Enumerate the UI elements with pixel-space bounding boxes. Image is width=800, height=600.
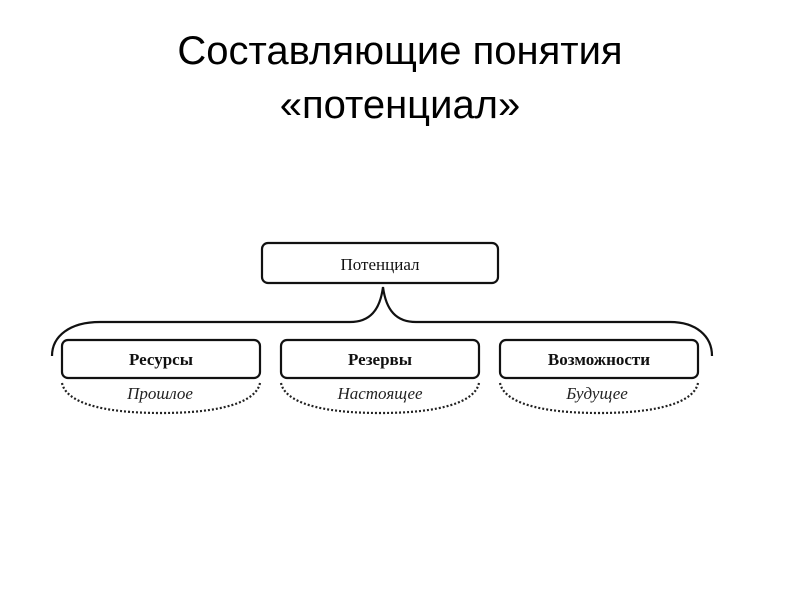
child-box-resources: [60, 338, 262, 380]
child-label-reserves: Резервы: [348, 350, 412, 369]
root-label: Потенциал: [341, 255, 421, 274]
time-label-past: Прошлое: [126, 384, 193, 403]
dotted-brace-past: [60, 382, 262, 415]
slide-title-line-2: «потенциал»: [279, 83, 521, 127]
child-label-resources: Ресурсы: [129, 350, 193, 369]
slide-title-line-1: Составляющие понятия: [177, 29, 623, 73]
slide-title: Составляющие понятия «потенциал»: [0, 24, 800, 132]
top-brace: [50, 286, 714, 357]
dotted-brace-present: [279, 382, 481, 415]
time-label-present: Настоящее: [336, 384, 423, 403]
child-label-opportunities: Возможности: [548, 350, 650, 369]
child-box-opportunities: [498, 338, 700, 380]
root-box: [260, 241, 500, 285]
time-label-future: Будущее: [565, 384, 628, 403]
dotted-brace-future: [498, 382, 700, 415]
child-box-reserves: [279, 338, 481, 380]
